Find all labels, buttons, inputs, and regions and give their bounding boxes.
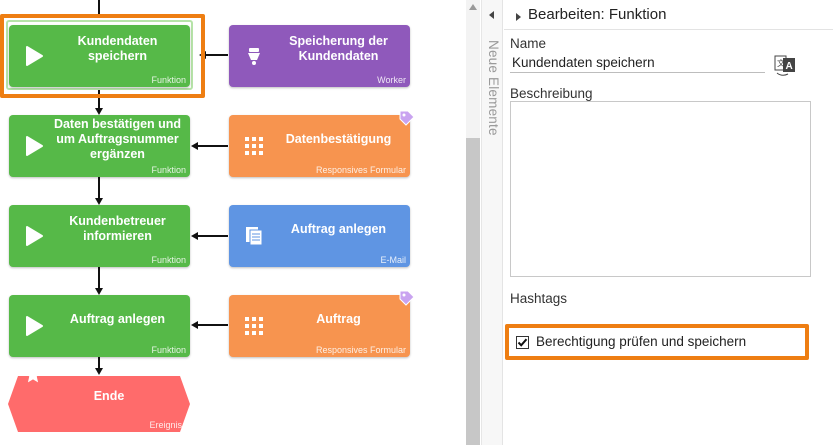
node-type: Responsives Formular: [315, 165, 406, 175]
star-icon: [24, 366, 42, 383]
node-title: Kundendaten speichern: [77, 34, 158, 63]
play-icon: [26, 316, 43, 336]
description-label: Beschreibung: [510, 86, 593, 101]
scroll-up-arrow-icon[interactable]: [469, 4, 477, 10]
canvas-scrollbar[interactable]: [466, 0, 480, 445]
name-label: Name: [510, 36, 547, 51]
process-canvas[interactable]: Kundendaten speichern Funktion Speicheru…: [0, 0, 466, 445]
node-type: Ereignis: [149, 420, 182, 430]
node-type: E-Mail: [380, 255, 406, 265]
name-input[interactable]: [510, 53, 765, 73]
node-title: Daten bestätigen und um Auftragsnummer e…: [53, 116, 182, 161]
play-icon: [26, 136, 43, 156]
grid-icon: [245, 137, 263, 155]
event-hexagon-shape: [8, 376, 190, 432]
scrollbar-thumb[interactable]: [466, 138, 480, 445]
permission-checkbox-row[interactable]: Berechtigung prüfen und speichern: [505, 324, 809, 360]
tag-icon: [399, 290, 415, 306]
node-type: Funktion: [151, 165, 186, 175]
grid-icon: [245, 317, 263, 335]
description-textarea[interactable]: [510, 101, 811, 277]
play-icon: [26, 226, 43, 246]
node-type: Responsives Formular: [315, 345, 406, 355]
node-title: Auftrag anlegen: [69, 311, 166, 326]
node-type: Funktion: [151, 255, 186, 265]
node-function-daten-bestaetigen[interactable]: Daten bestätigen und um Auftragsnummer e…: [9, 115, 190, 177]
svg-text:A: A: [786, 61, 793, 72]
node-type: Funktion: [151, 75, 186, 85]
document-icon: [246, 227, 263, 246]
node-type: Funktion: [151, 345, 186, 355]
node-function-auftrag-anlegen[interactable]: Auftrag anlegen Funktion: [9, 295, 190, 357]
node-function-kundendaten-speichern[interactable]: Kundendaten speichern Funktion: [9, 25, 190, 87]
node-title: Datenbestätigung: [285, 131, 392, 146]
node-title: Kundenbetreuer informieren: [69, 214, 166, 243]
play-icon: [26, 46, 43, 66]
tag-icon: [399, 110, 415, 126]
node-worker-speicherung[interactable]: Speicherung der Kundendaten Worker: [229, 25, 410, 87]
node-title: Auftrag: [316, 311, 361, 326]
permission-checkbox-label[interactable]: Berechtigung prüfen und speichern: [536, 334, 747, 349]
node-email-auftrag-anlegen[interactable]: Auftrag anlegen E-Mail: [229, 205, 410, 267]
properties-panel: Bearbeiten: Funktion Name 文 A Beschreibu…: [504, 0, 833, 445]
node-title: Auftrag anlegen: [290, 221, 387, 236]
node-title: Speicherung der Kundendaten: [289, 34, 388, 63]
node-form-datenbestaetigung[interactable]: Datenbestätigung Responsives Formular: [229, 110, 415, 177]
node-event-ende[interactable]: Ende Ereignis: [8, 366, 190, 432]
translate-icon[interactable]: 文 A: [774, 52, 796, 78]
checkmark-icon: [517, 338, 528, 347]
node-form-auftrag[interactable]: Auftrag Responsives Formular: [229, 290, 415, 357]
node-title: Ende: [93, 389, 125, 403]
permission-checkbox[interactable]: [516, 336, 529, 349]
new-elements-side-tab[interactable]: Neue Elemente: [481, 0, 503, 445]
hashtags-label: Hashtags: [510, 291, 568, 306]
panel-expand-icon[interactable]: [516, 13, 521, 21]
panel-header-divider: [504, 29, 833, 30]
node-type: Worker: [377, 75, 406, 85]
side-tab-label[interactable]: Neue Elemente: [486, 40, 501, 136]
collapse-left-icon[interactable]: [489, 11, 494, 19]
panel-title[interactable]: Bearbeiten: Funktion: [528, 6, 667, 23]
worker-icon: [248, 48, 260, 65]
node-function-kundenbetreuer[interactable]: Kundenbetreuer informieren Funktion: [9, 205, 190, 267]
svg-text:文: 文: [777, 58, 785, 68]
